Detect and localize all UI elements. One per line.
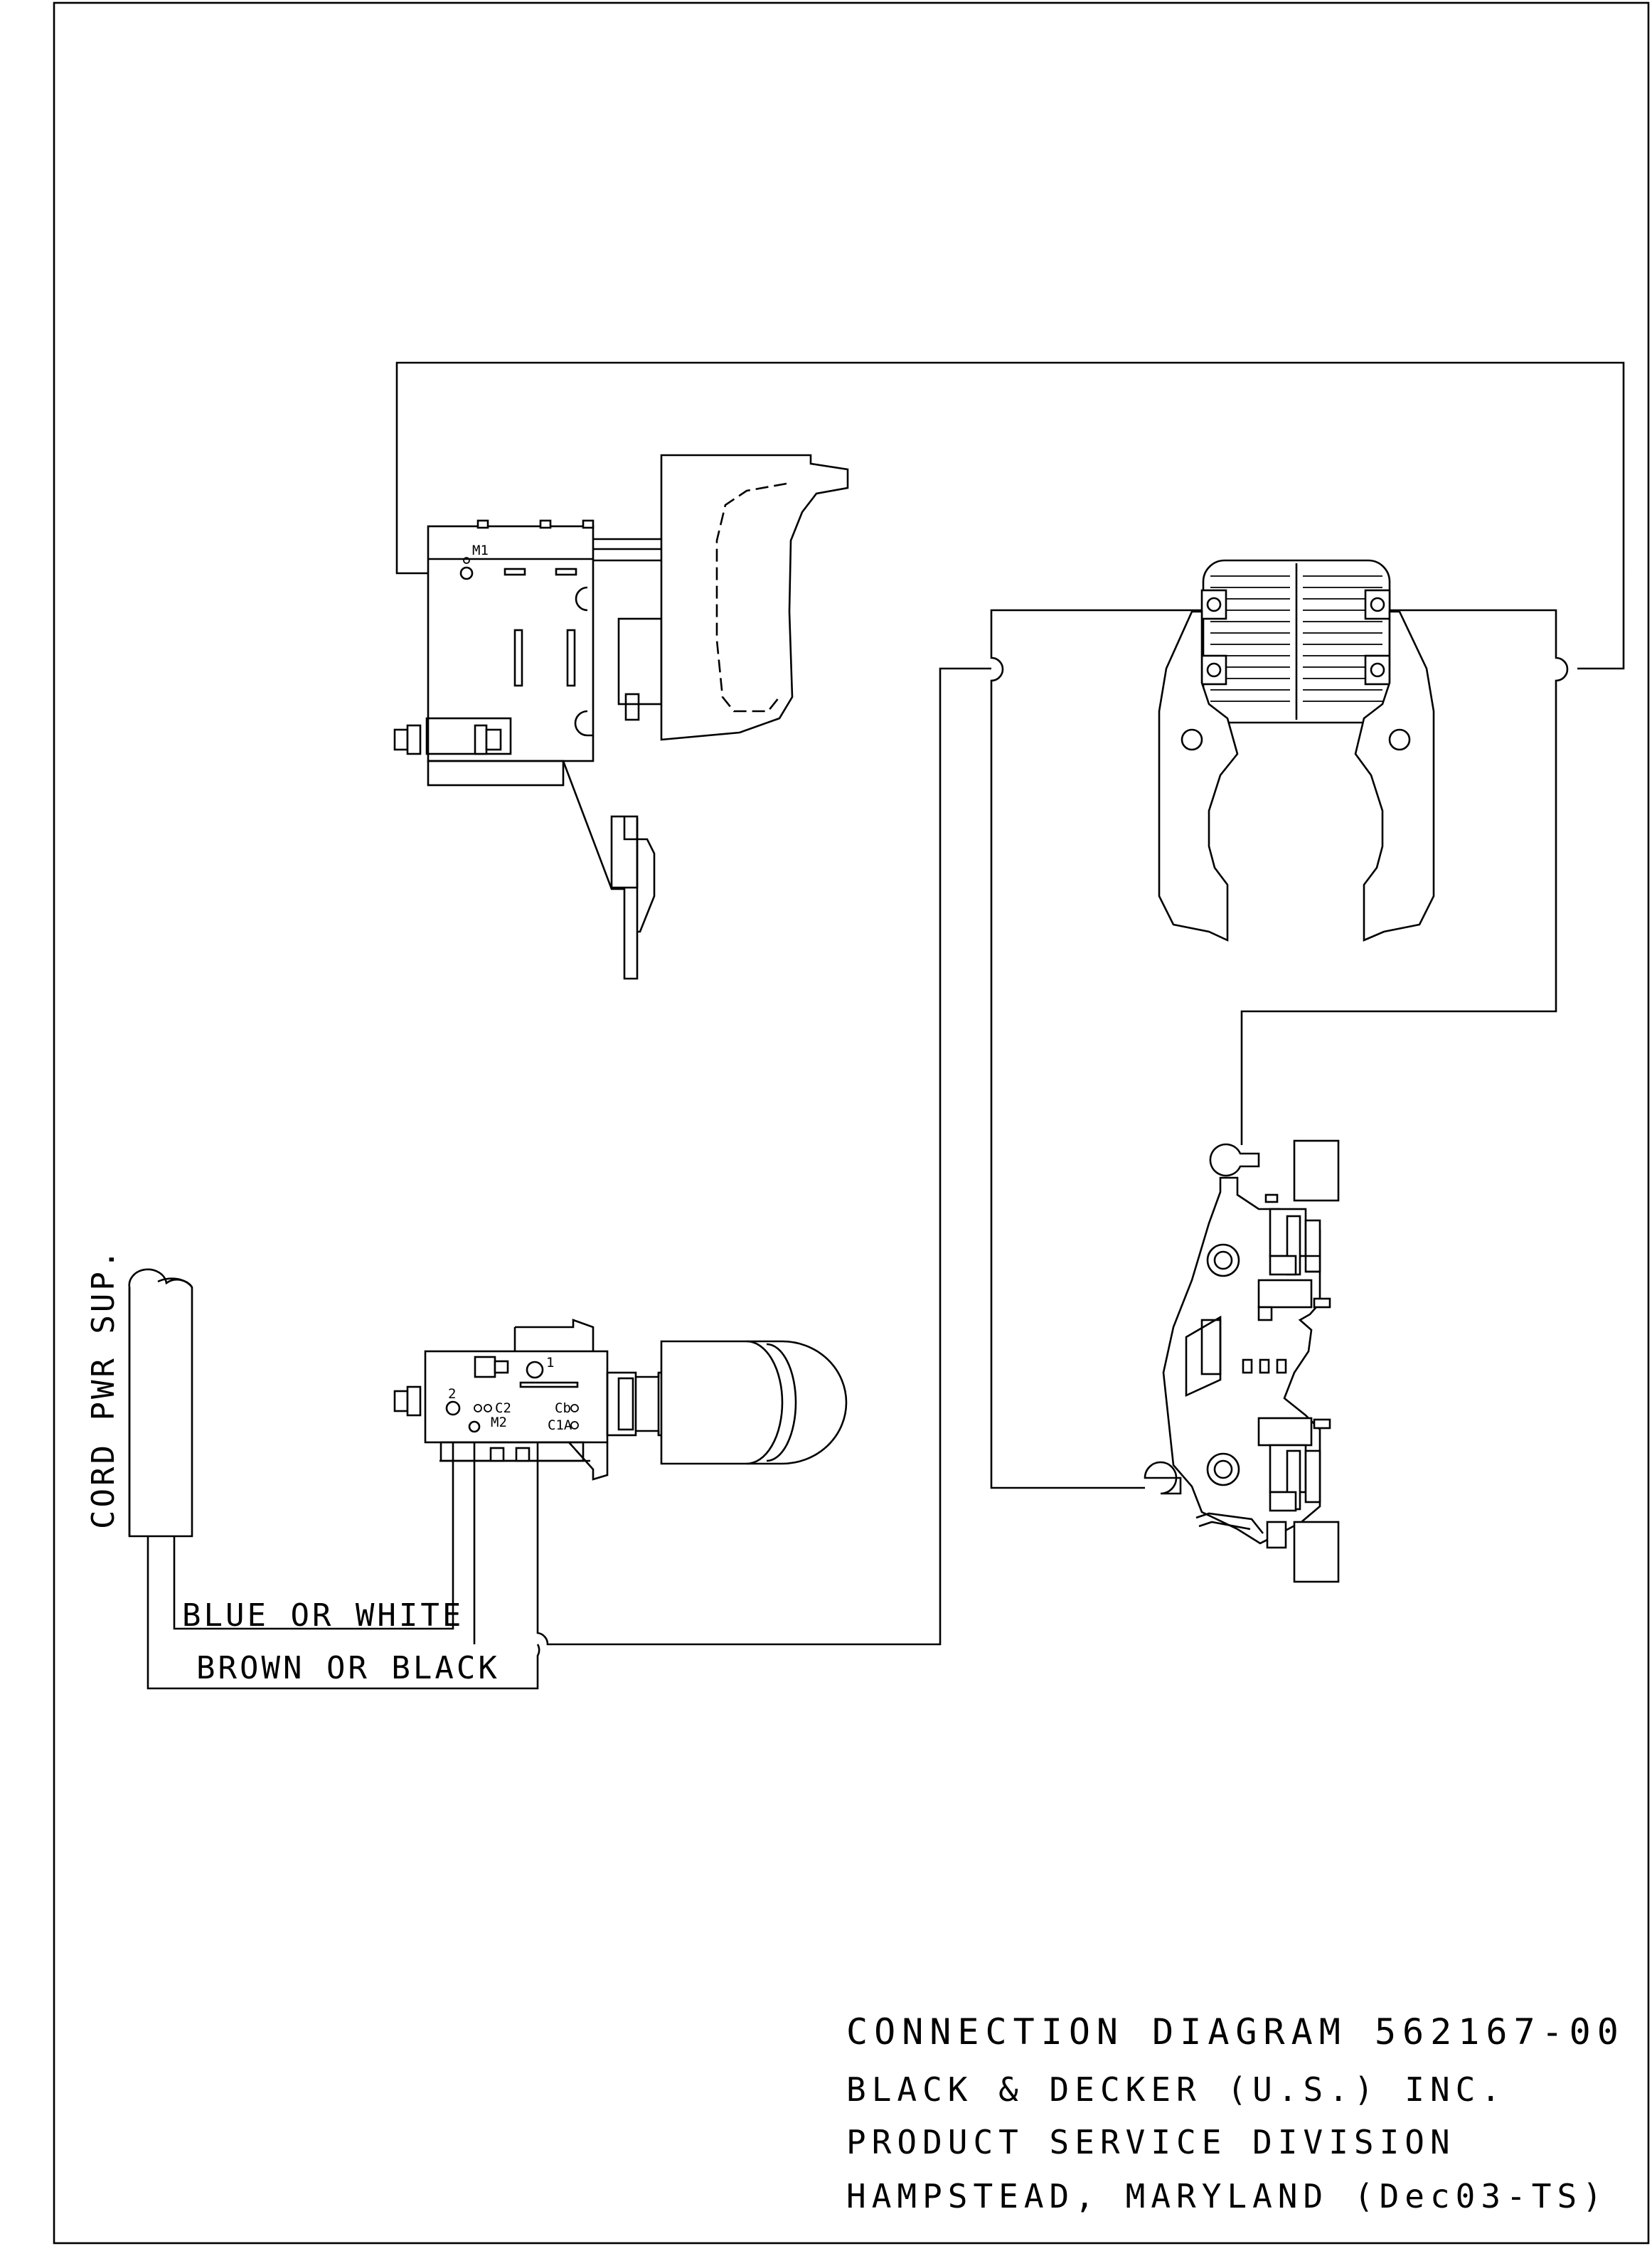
capacitor: [660, 1340, 848, 1465]
svg-text:M2: M2: [491, 1415, 507, 1430]
terminal-m1-label: M1: [472, 543, 489, 558]
cord-jacket: [128, 1268, 193, 1538]
trigger-contour: [715, 482, 787, 713]
terminal-m2: [468, 1420, 481, 1433]
terminal-2: [445, 1400, 461, 1416]
reversing-switch: 1 2 C2 M2 Cb C1A: [393, 1319, 848, 1481]
drawing-border: [53, 1, 1650, 2245]
trigger-shroud: [660, 454, 849, 741]
reversing-switch-body: [424, 1350, 609, 1444]
wire-label-blue-white: BLUE OR WHITE: [182, 1597, 464, 1634]
terminal-m1: [459, 566, 474, 580]
title-line-3: PRODUCT SERVICE DIVISION: [846, 2123, 1456, 2161]
field-pole-right: [1354, 610, 1435, 942]
wire-label-brown-black: BROWN OR BLACK: [196, 1650, 500, 1686]
title-block: CONNECTION DIAGRAM 562167-00 BLACK & DEC…: [846, 2011, 1625, 2215]
wiring: [146, 361, 1625, 1690]
field-assembly: [1158, 559, 1435, 942]
wire-brown-black: [146, 1427, 540, 1690]
cord-label: CORD PWR SUP.: [85, 1247, 122, 1529]
title-line-1: CONNECTION DIAGRAM 562167-00: [846, 2011, 1625, 2053]
power-cord: [128, 1268, 193, 1538]
wire-blue-white: [173, 1427, 454, 1630]
svg-text:2: 2: [448, 1386, 456, 1402]
title-line-4: HAMPSTEAD, MARYLAND (Dec03-TS): [846, 2177, 1608, 2215]
svg-text:C2: C2: [495, 1400, 511, 1416]
svg-text:C1A: C1A: [548, 1417, 572, 1433]
svg-text:Cb: Cb: [555, 1400, 571, 1416]
field-pole-left: [1158, 610, 1239, 942]
wire-switch1-to-field: [536, 667, 991, 1646]
wire-field-right-to-brush: [1240, 609, 1569, 1145]
title-line-2: BLACK & DECKER (U.S.) INC.: [846, 2070, 1506, 2109]
trigger-switch: M1: [393, 454, 849, 980]
terminal-1: [526, 1361, 544, 1379]
wire-m1-to-field: [395, 361, 1625, 670]
wire-field-left-to-brush: [990, 609, 1202, 1489]
svg-text:1: 1: [546, 1355, 554, 1371]
brush-holder: [1144, 1139, 1340, 1583]
